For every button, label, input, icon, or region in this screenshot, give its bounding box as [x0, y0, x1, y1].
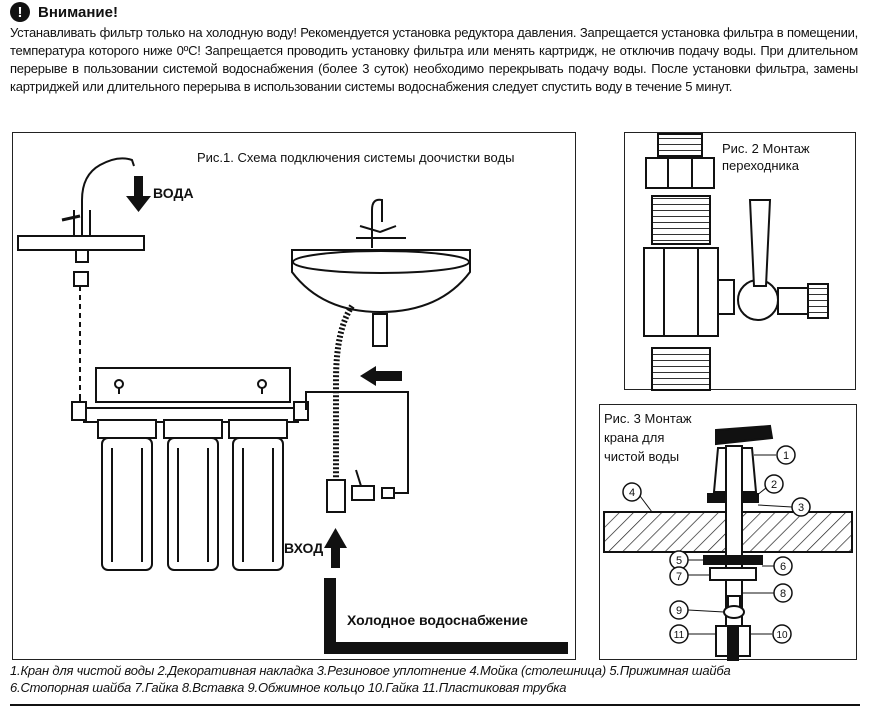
callout-4-number: 4: [629, 487, 635, 499]
input-up-arrow: [324, 528, 347, 568]
filter-head: [71, 401, 309, 423]
water-down-arrow: [126, 176, 151, 212]
fig1-frame: [12, 132, 576, 660]
fig3-title-line1: Рис. 3 Монтаж: [604, 411, 692, 426]
parts-legend-line1: 1.Кран для чистой воды 2.Декоративная на…: [10, 663, 731, 678]
callout-9: 9: [669, 600, 725, 620]
fig2-title-line1: Рис. 2 Монтаж: [722, 141, 810, 156]
fig3-title-line2: крана для: [604, 430, 664, 445]
callout-2: 2: [755, 474, 784, 497]
callout-5: 5: [669, 550, 704, 570]
callout-10-number: 10: [776, 630, 788, 641]
callout-6: 6: [762, 556, 793, 576]
warning-header: ! Внимание!: [10, 2, 118, 22]
fig2-title-line2: переходника: [722, 158, 800, 173]
callout-1-number: 1: [783, 450, 789, 462]
callout-7-number: 7: [676, 571, 682, 583]
callout-11: 11: [669, 624, 716, 644]
warning-title: Внимание!: [38, 3, 118, 21]
callout-7: 7: [669, 566, 710, 586]
callout-8-number: 8: [780, 588, 786, 600]
callout-2-number: 2: [771, 479, 777, 491]
callout-5-number: 5: [676, 555, 682, 567]
faucet-mount-assembly: [603, 424, 853, 661]
water-label: ВОДА: [153, 185, 194, 201]
callout-10: 10: [750, 624, 792, 644]
flow-left-arrow: [360, 366, 402, 386]
filter-flask-2: [163, 419, 223, 571]
filter-bracket: [95, 367, 291, 403]
callout-9-number: 9: [676, 605, 682, 617]
filter-flask-1: [97, 419, 157, 571]
parts-legend-line2: 6.Стопорная шайба 7.Гайка 8.Вставка 9.Об…: [10, 680, 567, 695]
filter-flask-3: [228, 419, 288, 571]
parts-legend: 1.Кран для чистой воды 2.Декоративная на…: [10, 662, 865, 696]
callout-11-number: 11: [674, 630, 685, 641]
fig2-frame: [624, 132, 856, 390]
fig1-title: Рис.1. Схема подключения системы доочист…: [197, 150, 514, 165]
clean-water-faucet: [17, 157, 145, 287]
exclamation-icon: !: [10, 2, 30, 22]
sink-mixer-icon: [356, 198, 406, 248]
callout-6-number: 6: [780, 561, 786, 573]
sink: [291, 249, 471, 347]
cold-water-label: Холодное водоснабжение: [347, 612, 528, 628]
adapter-assembly: [643, 133, 829, 391]
callout-3-number: 3: [798, 502, 804, 514]
fig3-title-line3: чистой воды: [604, 449, 679, 464]
callout-3: 3: [757, 497, 811, 517]
callout-4: 4: [622, 482, 653, 513]
warning-text: Устанавливать фильтр только на холодную …: [10, 25, 858, 94]
callout-1: 1: [754, 445, 796, 465]
callout-8: 8: [742, 583, 793, 603]
input-label: ВХОД: [284, 540, 323, 556]
bottom-rule: [10, 704, 860, 706]
adapter-valve: [326, 469, 395, 513]
